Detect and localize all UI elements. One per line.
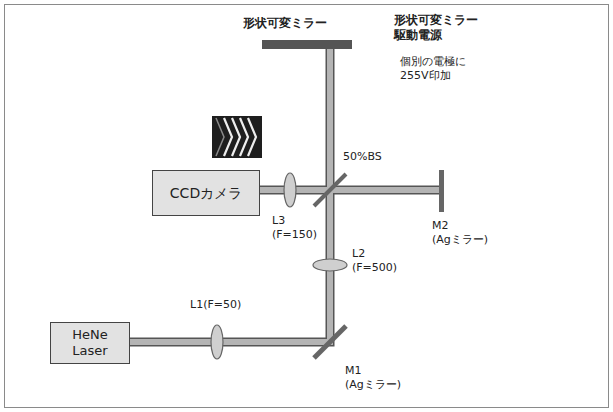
lens-l1 (211, 325, 223, 359)
lens-l2 (313, 259, 347, 271)
part-label: L1(F=50) (190, 298, 280, 312)
frame (5, 5, 609, 408)
laser-beam-outline (130, 48, 439, 342)
device-box: CCDカメラ (152, 170, 260, 216)
m2-mirror (439, 170, 444, 212)
part-label: M2 (Agミラー) (432, 219, 506, 247)
part-label: 形状可変ミラー 駆動電源 (394, 13, 486, 43)
part-label: L3 (F=150) (272, 214, 324, 242)
laser-beam (130, 48, 439, 342)
device-name: CCDカメラ (170, 185, 242, 202)
device-box: HeNe Laser (50, 322, 130, 364)
part-label: M1 (Agミラー) (345, 364, 419, 392)
deformable-mirror (262, 40, 352, 49)
part-label: 形状可変ミラー (243, 16, 353, 31)
lens-l3 (284, 173, 296, 207)
part-label: 50%BS (343, 150, 403, 164)
interference-fringe-image (212, 116, 262, 158)
device-name: HeNe Laser (60, 327, 120, 358)
part-label: 個別の電極に 255V印加 (400, 55, 480, 83)
m1-mirror (314, 326, 346, 358)
part-label: L2 (F=500) (352, 247, 404, 275)
beam-splitter (314, 174, 346, 206)
